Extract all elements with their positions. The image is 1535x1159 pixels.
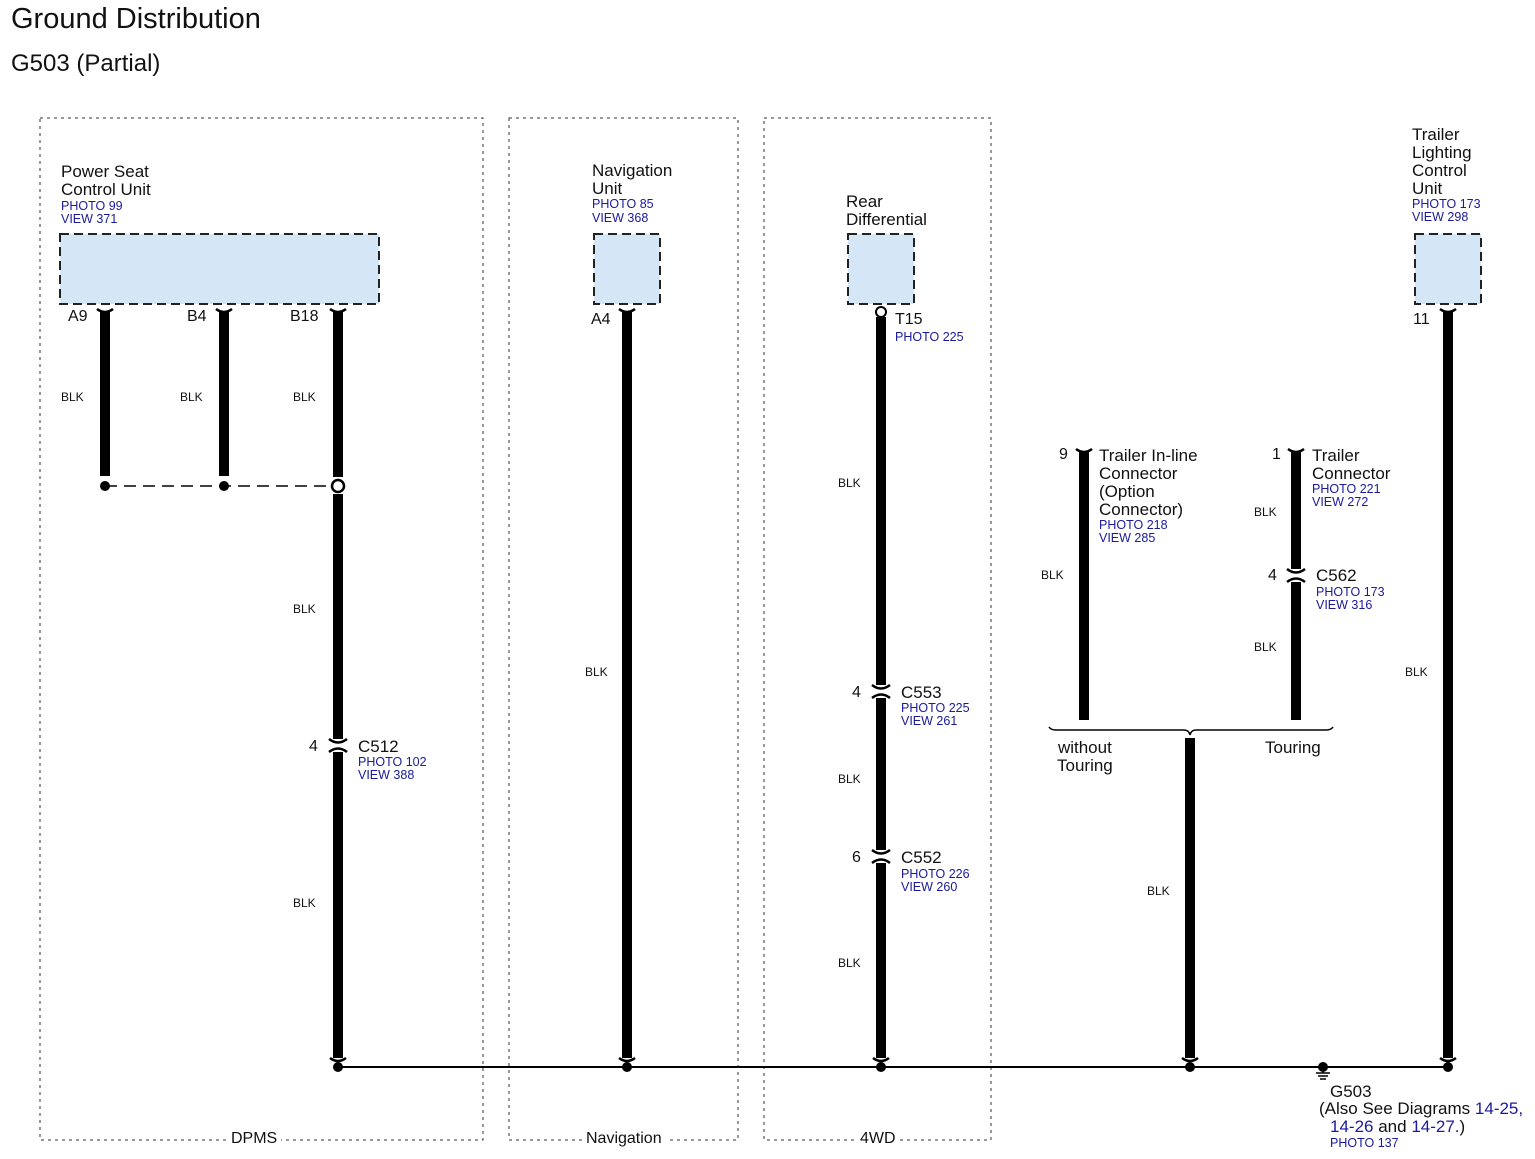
trailer-connector-view: VIEW 272: [1312, 495, 1369, 509]
pin-a4-label: A4: [591, 311, 611, 328]
splice-open-b18: [330, 478, 346, 494]
power-seat-view: VIEW 371: [61, 212, 118, 226]
pin-cap-a9: [96, 307, 114, 314]
rear-diff-photo: PHOTO 225: [895, 330, 964, 344]
wire-color-b18-lower: BLK: [293, 896, 316, 910]
c553-symbol: [871, 683, 891, 700]
c552-view: VIEW 260: [901, 880, 958, 894]
c552-name: C552: [901, 848, 942, 867]
pin-1-label: 1: [1272, 446, 1281, 463]
wire-color-b18-mid: BLK: [293, 602, 316, 616]
page-title: Ground Distribution: [11, 3, 261, 35]
pin-cap-9: [1075, 447, 1093, 454]
page-subtitle: G503 (Partial): [11, 50, 161, 77]
option-touring: Touring: [1265, 738, 1321, 757]
c512-name: C512: [358, 737, 399, 756]
pin-9-label: 9: [1059, 446, 1068, 463]
wire-color-b4: BLK: [180, 390, 203, 404]
rear-diff-name: Rear Differential: [846, 192, 927, 229]
c562-view: VIEW 316: [1316, 598, 1373, 612]
nav-unit-view: VIEW 368: [592, 211, 649, 225]
ground-also-see-2: 14-26 and 14-27.): [1330, 1117, 1466, 1136]
wire-color-c552: BLK: [838, 956, 861, 970]
trailer-connector-photo: PHOTO 221: [1312, 482, 1381, 496]
trailer-inline-photo: PHOTO 218: [1099, 518, 1168, 532]
region-label-4wd: 4WD: [856, 1131, 900, 1147]
diagram-link-14-27[interactable]: 14-27.: [1411, 1117, 1460, 1136]
c553-view: VIEW 261: [901, 714, 958, 728]
c512-photo: PHOTO 102: [358, 755, 427, 769]
wire-color-option-common: BLK: [1147, 884, 1170, 898]
trailer-lighting-box: [1414, 233, 1482, 305]
trailer-inline-name: Trailer In-line Connector (Option Connec…: [1099, 446, 1198, 519]
pin-cap-11: [1439, 307, 1457, 314]
bus-splice-4: [1185, 1062, 1195, 1072]
trailer-lighting-view: VIEW 298: [1412, 210, 1469, 224]
nav-unit-photo: PHOTO 85: [592, 197, 654, 211]
ground-icon: [1316, 1067, 1330, 1080]
diagram-link-14-26[interactable]: 14-26: [1330, 1117, 1374, 1136]
nav-unit-name: Navigation Unit: [592, 161, 673, 198]
region-label-navigation: Navigation: [582, 1131, 666, 1147]
pin-cap-a4: [618, 307, 636, 314]
pin-cap-1: [1287, 447, 1305, 454]
region-box-4wd: [763, 117, 992, 1141]
ground-photo: PHOTO 137: [1330, 1136, 1399, 1150]
trailer-connector-name: Trailer Connector: [1312, 446, 1391, 483]
region-box-dpms: [39, 117, 484, 1141]
wire-color-trailer-lighting: BLK: [1405, 665, 1428, 679]
trailer-lighting-photo: PHOTO 173: [1412, 197, 1481, 211]
power-seat-box: [59, 233, 380, 305]
wire-color-trailer-inline: BLK: [1041, 568, 1064, 582]
bus-splice-2: [622, 1062, 632, 1072]
c552-pin: 6: [852, 849, 861, 866]
option-bracket: [1048, 726, 1334, 736]
pin-cap-b4: [215, 307, 233, 314]
c562-photo: PHOTO 173: [1316, 585, 1385, 599]
pin-b4-label: B4: [187, 308, 207, 325]
power-seat-name: Power Seat Control Unit: [61, 162, 151, 199]
pin-b18-label: B18: [290, 308, 319, 325]
option-without-touring: without Touring: [1057, 738, 1113, 775]
pin-t15-label: T15: [895, 311, 923, 328]
c562-pin: 4: [1268, 567, 1277, 584]
t15-terminal: [875, 306, 887, 318]
wire-color-trailer-conn-lower: BLK: [1254, 640, 1277, 654]
bus-splice-5: [1443, 1062, 1453, 1072]
c512-pin: 4: [309, 738, 318, 755]
diagram-link-14-25[interactable]: 14-25,: [1474, 1099, 1524, 1118]
c553-name: C553: [901, 683, 942, 702]
wire-color-b18: BLK: [293, 390, 316, 404]
bus-splice-1: [333, 1062, 343, 1072]
c553-photo: PHOTO 225: [901, 701, 970, 715]
ground-also-see: (Also See Diagrams 14-25,: [1319, 1099, 1524, 1118]
c553-pin: 4: [852, 684, 861, 701]
c552-symbol: [871, 848, 891, 865]
pin-11-label: 11: [1413, 311, 1430, 328]
wire-color-a9: BLK: [61, 390, 84, 404]
c562-name: C562: [1316, 566, 1357, 585]
nav-unit-box: [593, 233, 661, 305]
trailer-lighting-name: Trailer Lighting Control Unit: [1412, 125, 1472, 198]
bus-splice-3: [876, 1062, 886, 1072]
trailer-inline-view: VIEW 285: [1099, 531, 1156, 545]
wire-color-t15: BLK: [838, 476, 861, 490]
wire-color-c553: BLK: [838, 772, 861, 786]
c552-photo: PHOTO 226: [901, 867, 970, 881]
ground-name: G503: [1330, 1082, 1372, 1101]
c512-view: VIEW 388: [358, 768, 415, 782]
c512-symbol: [328, 737, 348, 754]
pin-cap-b18: [329, 307, 347, 314]
pin-a9-label: A9: [68, 308, 88, 325]
power-seat-photo: PHOTO 99: [61, 199, 123, 213]
wire-color-a4: BLK: [585, 665, 608, 679]
region-label-dpms: DPMS: [227, 1131, 282, 1147]
wire-color-trailer-conn-upper: BLK: [1254, 505, 1277, 519]
c562-symbol: [1286, 567, 1306, 584]
rear-diff-box: [847, 233, 915, 305]
